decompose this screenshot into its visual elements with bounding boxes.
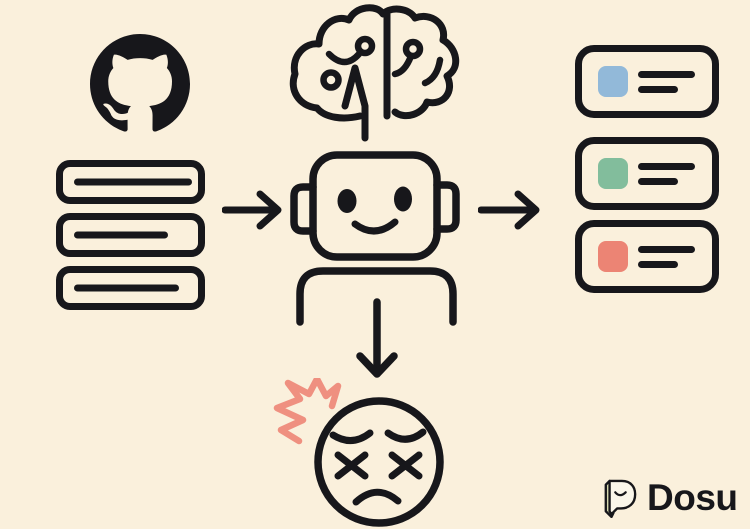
issue-row xyxy=(56,160,205,204)
robot-icon xyxy=(290,151,460,378)
issue-text-line xyxy=(74,231,168,239)
dosu-wordmark: Dosu xyxy=(647,477,738,518)
card-text-line xyxy=(638,162,695,170)
card-text-line xyxy=(638,70,695,78)
card-accent-swatch xyxy=(598,66,628,97)
issue-row xyxy=(56,213,205,257)
arrow-right-icon xyxy=(478,190,540,230)
card-text-line xyxy=(638,85,678,93)
arrow-right-icon xyxy=(222,190,282,230)
card-text-line xyxy=(638,177,678,185)
issue-text-line xyxy=(74,284,179,292)
brain-circuit-icon xyxy=(289,4,460,142)
card-accent-swatch xyxy=(598,241,628,272)
card-accent-swatch xyxy=(598,158,628,189)
card-text-line xyxy=(638,245,695,253)
arrow-down-head xyxy=(356,352,398,378)
output-card xyxy=(575,137,719,210)
issue-row xyxy=(56,266,205,310)
card-text-lines xyxy=(638,162,695,185)
issue-text-line xyxy=(74,178,192,186)
card-text-line xyxy=(638,260,678,268)
output-card xyxy=(575,45,719,118)
card-text-lines xyxy=(638,245,695,268)
annoyance-burst-icon xyxy=(273,378,342,445)
weary-face-icon xyxy=(273,378,444,527)
github-icon xyxy=(90,34,190,132)
card-text-lines xyxy=(638,70,695,93)
output-card xyxy=(575,220,719,293)
dosu-logo: Dosu xyxy=(602,478,738,518)
dosu-book-smile-icon xyxy=(604,479,637,518)
